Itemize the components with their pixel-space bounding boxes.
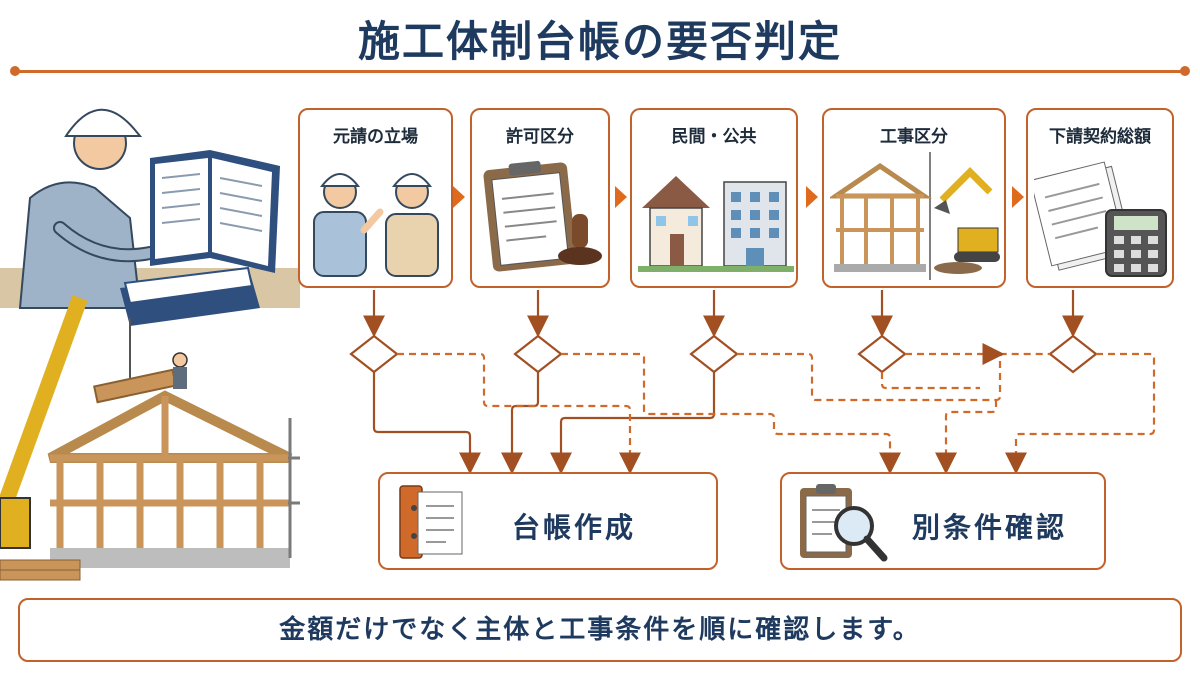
result-create-ledger: 台帳作成 [378,472,718,570]
step-koji-kubun: 工事区分 [822,108,1006,288]
worker-construction-illustration [0,108,300,581]
step-label: 元請の立場 [333,127,418,147]
house-and-building-icon [638,176,794,272]
result-check-other-conditions: 別条件確認 [780,472,1106,570]
step-kyoka-kubun: 許可区分 [470,108,610,288]
title-rule [10,66,1190,76]
binder-icon [399,485,463,559]
step-label: 民間・公共 [671,127,757,147]
two-workers-icon [313,173,439,277]
footer-note: 金額だけでなく主体と工事条件を順に確認します。 [18,598,1182,662]
documents-calculator-icon [1034,161,1167,277]
clipboard-stamp-icon [483,160,602,272]
step-minkan-kokyo: 民間・公共 [630,108,798,288]
result-label: 台帳作成 [512,511,637,544]
step-shitauke-sogaku: 下請契約総額 [1026,108,1174,288]
frame-and-excavator-icon [830,152,1000,280]
page-title: 施工体制台帳の要否判定 [357,17,842,66]
step-moto-uke: 元請の立場 [298,108,453,288]
result-label: 別条件確認 [912,511,1068,544]
step-label: 下請契約総額 [1049,127,1151,147]
step-label: 許可区分 [506,127,574,147]
magnifier-clipboard-icon [800,484,888,562]
step-label: 工事区分 [880,127,948,147]
